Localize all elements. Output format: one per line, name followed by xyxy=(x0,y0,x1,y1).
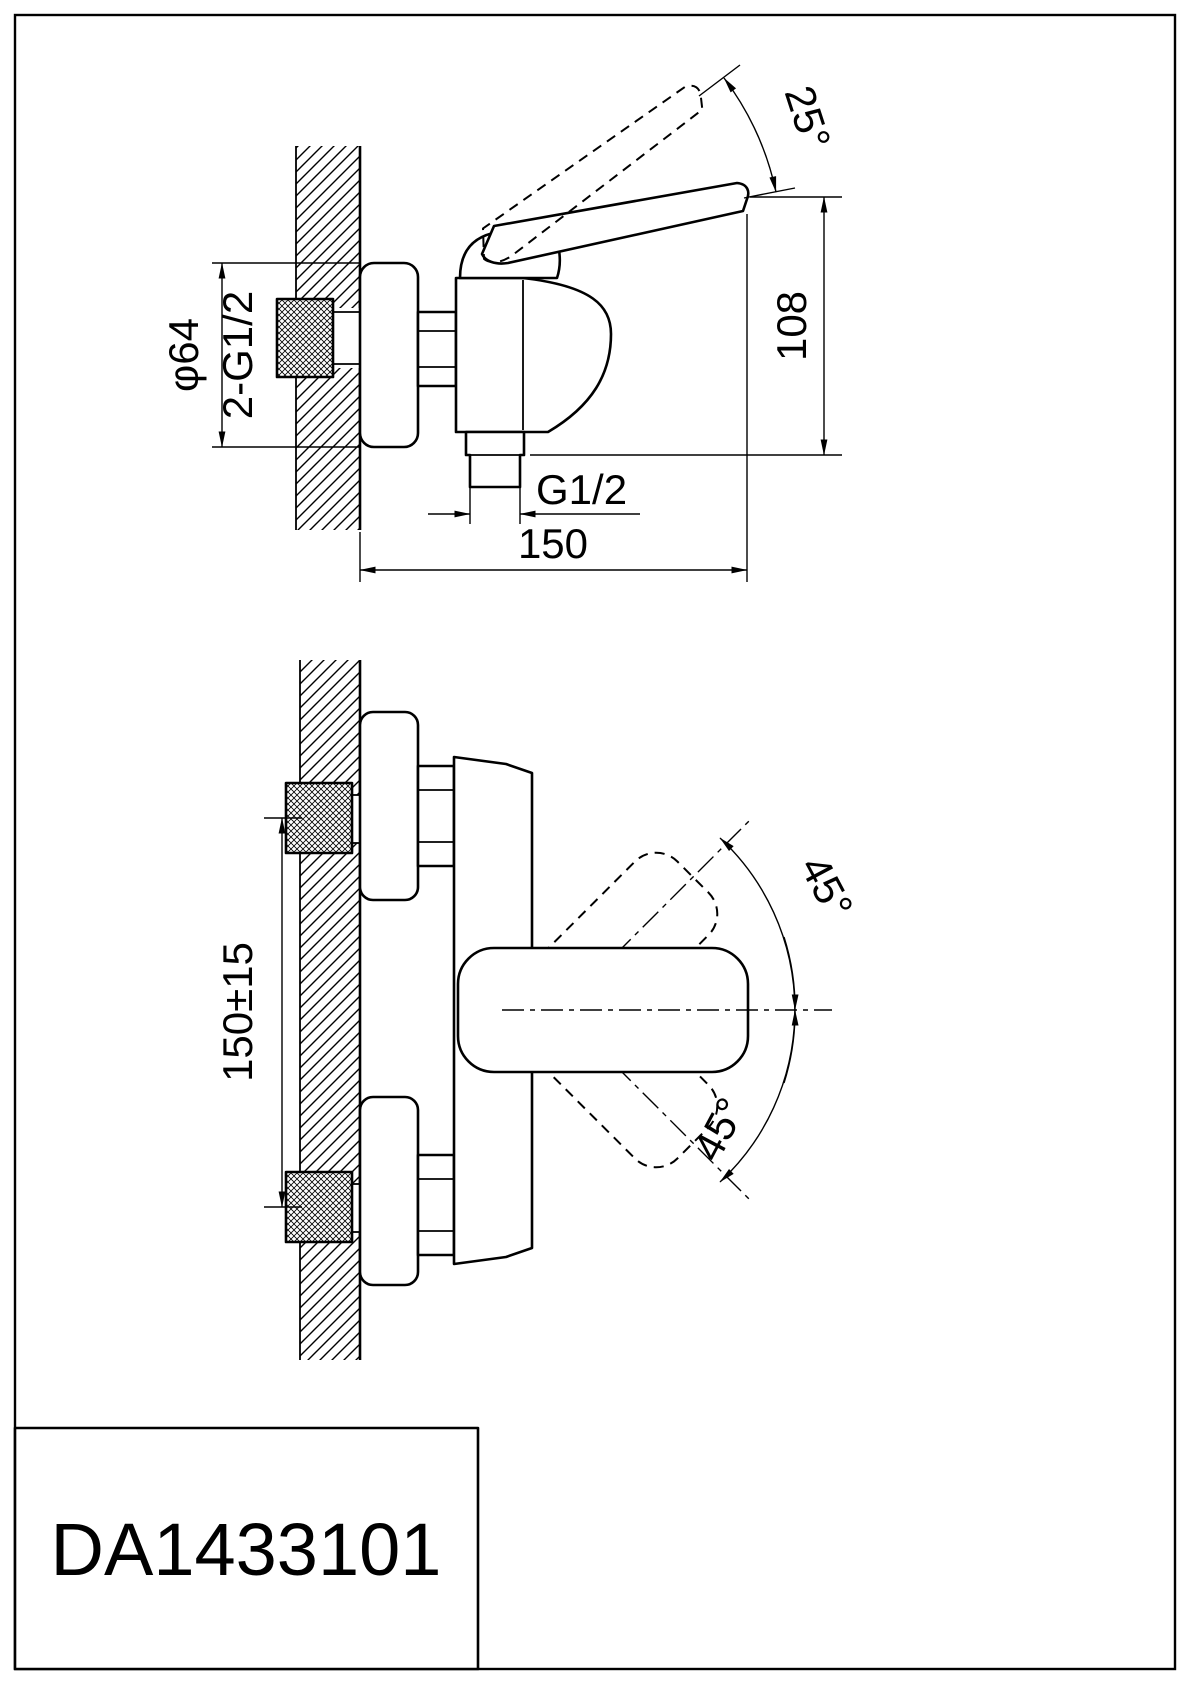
title-block-frame xyxy=(13,1426,480,1671)
dim-flange-diameter-and-threads: φ64 2-G1/2 xyxy=(160,262,360,448)
dim-outlet-thread: G1/2 xyxy=(428,466,640,524)
dim-handle-angle-25: 25° xyxy=(698,64,840,199)
mount-centers-label: 150±15 xyxy=(214,942,261,1082)
wall-threads-label: 2-G1/2 xyxy=(214,291,261,419)
sheet-border xyxy=(13,13,1177,1671)
side-view: 25° 108 φ64 2-G1/2 G1/2 150 xyxy=(160,64,842,582)
side-view-body xyxy=(454,276,613,434)
front-view-wall xyxy=(299,660,362,1360)
flange-diameter-label: φ64 xyxy=(160,318,207,392)
handle-angle-label: 25° xyxy=(776,80,840,155)
side-view-escutcheon xyxy=(358,261,420,449)
front-view-handle xyxy=(456,946,832,1074)
side-view-thread-nipple xyxy=(275,297,335,379)
front-view: 45° 45° 150±15 xyxy=(214,660,862,1360)
outlet-thread-label: G1/2 xyxy=(536,466,627,513)
dim-depth-150: 150 xyxy=(359,214,748,582)
front-view-escutcheon-top xyxy=(358,710,420,902)
dim-height-108: 108 xyxy=(530,196,842,456)
front-view-escutcheon-bottom xyxy=(358,1095,420,1287)
part-number: DA1433101 xyxy=(51,1508,442,1591)
swing-up-label: 45° xyxy=(791,848,862,926)
title-block: DA1433101 xyxy=(13,1426,480,1671)
dim-mount-centers: 150±15 xyxy=(214,817,302,1208)
side-view-handle xyxy=(458,181,750,280)
side-view-outlet xyxy=(464,430,526,489)
side-view-connector xyxy=(416,310,458,388)
front-view-connector-bottom xyxy=(416,1153,456,1257)
front-view-connector-top xyxy=(416,764,456,868)
height-label: 108 xyxy=(768,291,815,361)
depth-label: 150 xyxy=(518,520,588,567)
